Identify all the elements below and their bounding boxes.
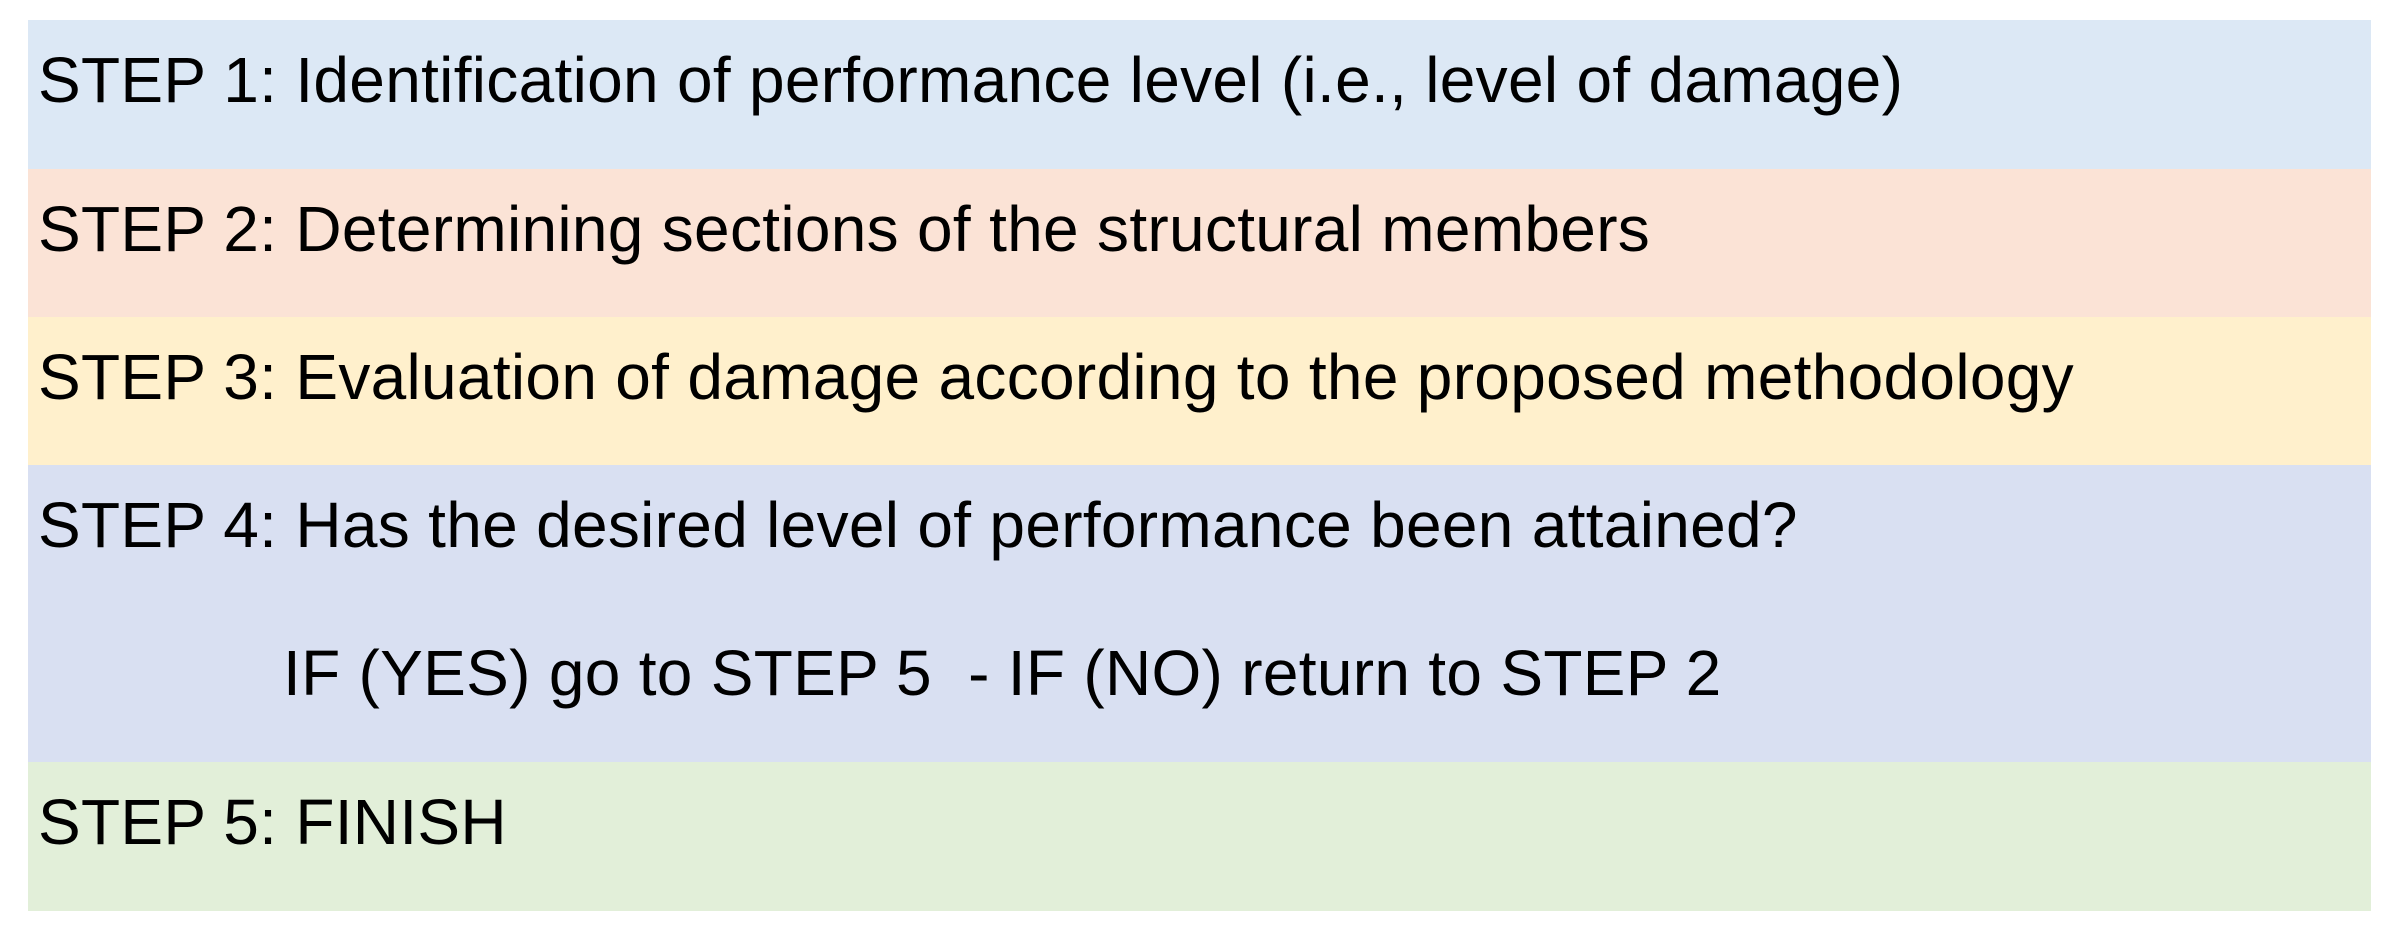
step-1-box: STEP 1: Identification of performance le… (28, 20, 2371, 169)
methodology-steps-diagram: STEP 1: Identification of performance le… (28, 20, 2371, 911)
step-3-box: STEP 3: Evaluation of damage according t… (28, 317, 2371, 465)
step-4-box: STEP 4: Has the desired level of perform… (28, 465, 2371, 762)
step-5-box: STEP 5: FINISH (28, 762, 2371, 911)
step-5-label: STEP 5: FINISH (38, 786, 507, 858)
step-3-label: STEP 3: Evaluation of damage according t… (38, 341, 2074, 413)
step-1-label: STEP 1: Identification of performance le… (38, 44, 1904, 116)
step-2-box: STEP 2: Determining sections of the stru… (28, 169, 2371, 317)
step-2-label: STEP 2: Determining sections of the stru… (38, 193, 1651, 265)
step-4-label: STEP 4: Has the desired level of perform… (38, 489, 1798, 561)
step-4-condition: IF (YES) go to STEP 5 - IF (NO) return t… (283, 637, 1722, 709)
